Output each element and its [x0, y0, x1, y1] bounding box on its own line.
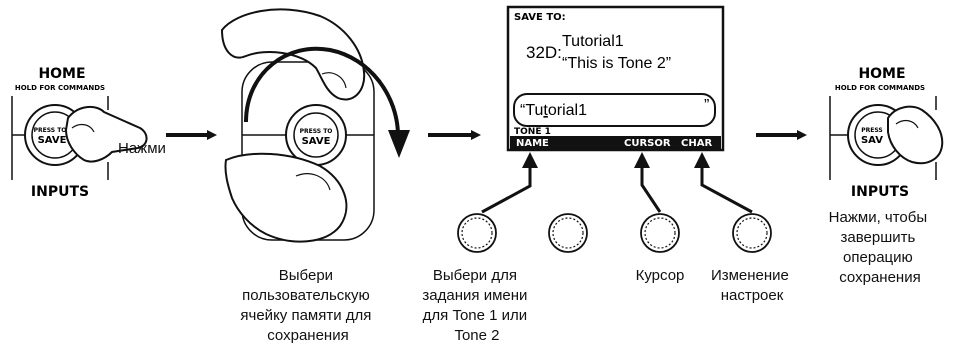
leader-char [700, 166, 753, 214]
knob-turn-panel: PRESS TO SAVE [220, 8, 410, 243]
tone-label: TONE 1 [514, 127, 551, 137]
save-to-header: SAVE TO: [514, 12, 566, 23]
press-caption: Нажми [118, 140, 166, 157]
knob-char-outer[interactable] [732, 213, 772, 253]
press-to-label: PRESS [861, 127, 883, 134]
finish-caption: Нажми, чтобы завершить операцию сохранен… [829, 209, 932, 286]
leader-cursor [640, 166, 662, 213]
name-knob-caption: Выбери для задания имени для Tone 1 или … [422, 267, 531, 344]
knob-unused[interactable] [548, 213, 588, 253]
home-label: HOME [858, 66, 905, 82]
knob-name[interactable] [457, 213, 497, 253]
fingernail-line [71, 123, 95, 133]
hold-for-commands-label: HOLD FOR COMMANDS [835, 84, 925, 92]
knob-char-grip [736, 217, 768, 249]
knob-cursor-grip [644, 217, 676, 249]
softkey-cursor[interactable]: CURSOR [624, 138, 671, 149]
edit-cursor: t [543, 102, 548, 119]
press-to-label: PRESS TO [300, 128, 333, 135]
fingernail-line [895, 119, 919, 129]
pressing-finger-icon [64, 105, 148, 163]
knob-char[interactable] [732, 213, 772, 253]
preset-description: “This is Tone 2” [562, 55, 671, 72]
save-label: SAV [861, 135, 883, 146]
home-save-panel-left: HOME HOLD FOR COMMANDS PRESS TO SAVE Наж… [11, 66, 166, 200]
leader-arrowhead [522, 152, 538, 168]
rotation-arc [244, 46, 400, 137]
name-edit-close-quote: ” [704, 97, 709, 114]
preset-name: Tutorial1 [562, 33, 624, 50]
name-edit-field[interactable] [513, 93, 716, 127]
leader-name [481, 166, 532, 214]
leader-arrowhead [694, 152, 710, 168]
knob-name-outer[interactable] [457, 213, 497, 253]
save-knob-inner[interactable] [293, 112, 339, 158]
inputs-label: INPUTS [851, 184, 909, 200]
lcd-screen: SAVE TO: 32D: Tutorial1 “This is Tone 2”… [506, 5, 725, 152]
cursor-knob-caption: Курсор [636, 267, 685, 284]
name-edit-text: “Tutorial1 [520, 102, 587, 119]
fingernail-line [321, 72, 347, 89]
thumbnail-line [295, 173, 331, 191]
knob-leaders [481, 166, 753, 214]
softkey-name[interactable]: NAME [516, 138, 549, 149]
softkey-char[interactable]: CHAR [681, 138, 712, 149]
press-to-label: PRESS TO [34, 127, 67, 134]
knob-unused-outer[interactable] [548, 213, 588, 253]
knob-name-grip [461, 217, 493, 249]
knob-unused-grip [552, 217, 584, 249]
knob-caption: Выбери пользовательскую ячейку памяти дл… [240, 267, 375, 344]
softkey-bar [510, 136, 721, 149]
rotation-arrowhead [388, 130, 410, 158]
knob-cursor-outer[interactable] [640, 213, 680, 253]
slot-number: 32D: [526, 43, 562, 62]
save-label: SAVE [302, 136, 331, 147]
leader-arrowhead [634, 152, 650, 168]
hold-for-commands-label: HOLD FOR COMMANDS [15, 84, 105, 92]
home-save-panel-right: HOME HOLD FOR COMMANDS PRESS SAV INPUTS [829, 66, 944, 200]
knob-cursor[interactable] [640, 213, 680, 253]
inputs-label: INPUTS [31, 184, 89, 200]
save-label: SAVE [38, 135, 67, 146]
home-label: HOME [38, 66, 85, 82]
char-knob-caption: Изменение настроек [711, 267, 793, 304]
